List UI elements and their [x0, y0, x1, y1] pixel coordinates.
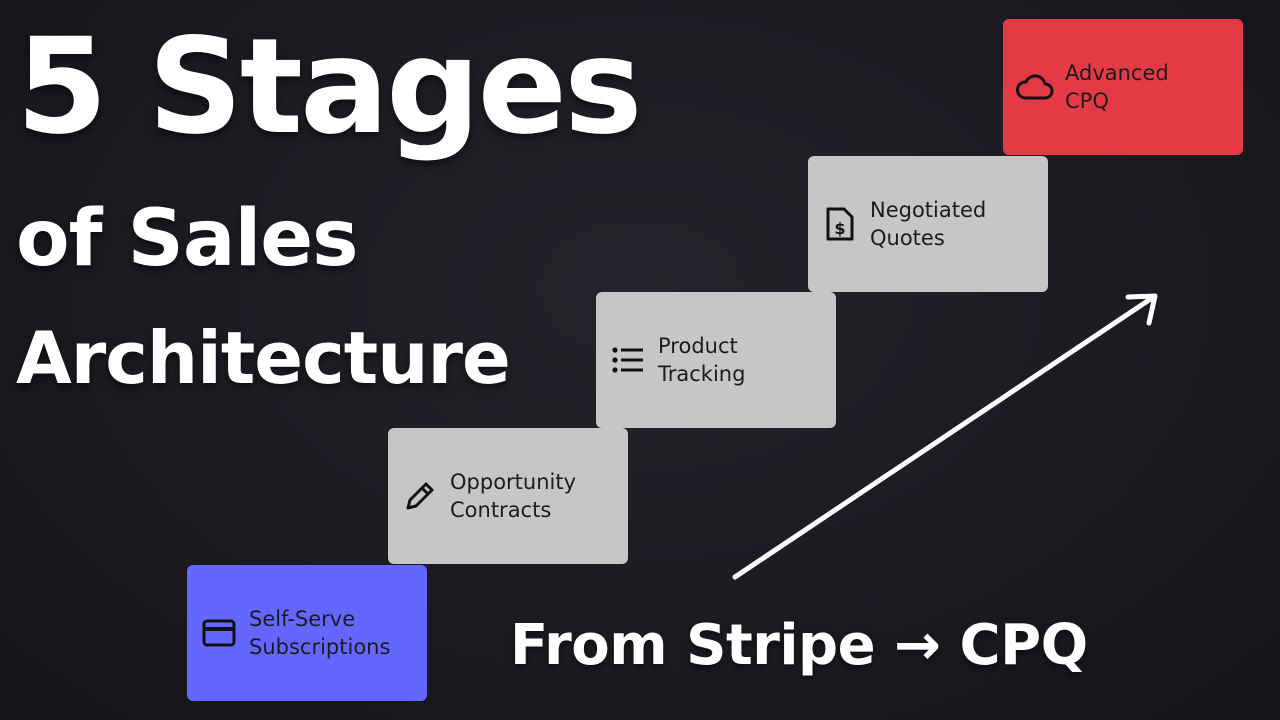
list-icon [608, 340, 648, 380]
invoice-dollar-icon: $ [820, 204, 860, 244]
cloud-icon [1015, 67, 1055, 107]
stage-label: Opportunity Contracts [450, 470, 577, 522]
stage-card-opportunity-contracts: Opportunity Contracts [388, 428, 628, 564]
stage-card-advanced-cpq: Advanced CPQ [1003, 19, 1243, 155]
title-line-1: 5 Stages [16, 10, 643, 164]
stage-card-product-tracking: Product Tracking [596, 292, 836, 428]
tagline: From Stripe → CPQ [510, 613, 1088, 678]
credit-card-icon [199, 613, 239, 653]
title-line-3: Architecture [16, 316, 511, 400]
title-line-2: of Sales [16, 194, 359, 284]
pencil-icon [400, 476, 440, 516]
stage-label: Negotiated Quotes [870, 198, 987, 250]
stage-label: Self-Serve Subscriptions [249, 607, 391, 659]
svg-text:$: $ [834, 219, 845, 238]
stage-label: Product Tracking [658, 334, 746, 386]
stage-card-self-serve-subscriptions: Self-Serve Subscriptions [187, 565, 427, 701]
stage-card-negotiated-quotes: $ Negotiated Quotes [808, 156, 1048, 292]
stage-label: Advanced CPQ [1065, 61, 1169, 113]
